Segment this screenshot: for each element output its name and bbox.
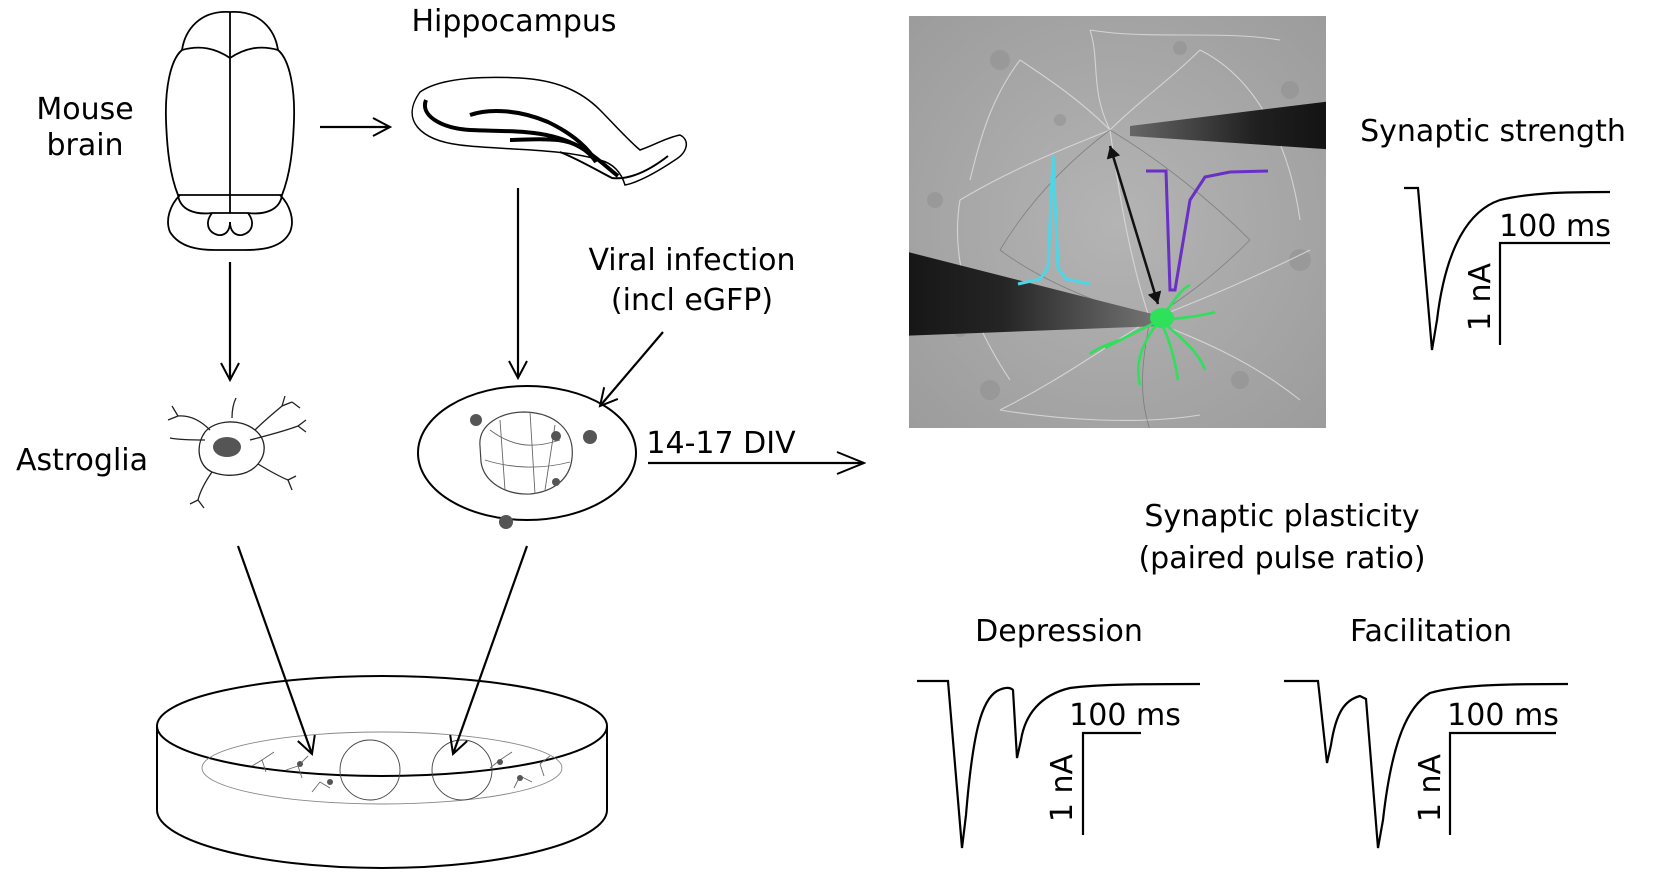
neuron-culture-drawing — [417, 385, 637, 529]
neuron-green-soma — [1150, 308, 1174, 328]
scale-current-depression: 1 nA — [1045, 753, 1080, 822]
scale-bar-facilitation — [1448, 731, 1556, 835]
petri-dish-drawing — [156, 675, 608, 870]
micrograph-image — [909, 16, 1326, 428]
scale-current-facilitation: 1 nA — [1413, 753, 1448, 822]
div-label: 14-17 DIV — [646, 426, 796, 461]
synaptic-plasticity-label-line2: (paired pulse ratio) — [1138, 541, 1425, 576]
trace-synaptic-strength — [1404, 186, 1611, 351]
mouse-brain-drawing — [164, 11, 296, 251]
trace-cyan — [1017, 154, 1091, 286]
arrow-viral-to-culture — [600, 331, 664, 406]
mouse-brain-label-line1: Mouse — [36, 92, 133, 127]
scale-bar-synaptic-strength — [1498, 241, 1610, 345]
neuron-green — [1089, 283, 1216, 386]
arrow-culture-to-dish — [453, 545, 529, 754]
pipette-right — [1130, 101, 1326, 150]
hippocampus-label: Hippocampus — [411, 4, 616, 39]
astroglia-nucleus — [213, 437, 241, 457]
mouse-brain-label-line2: brain — [46, 128, 123, 163]
facilitation-label: Facilitation — [1350, 614, 1512, 649]
trace-facilitation — [1284, 679, 1569, 849]
scale-current-synaptic-strength: 1 nA — [1463, 262, 1498, 331]
viral-infection-label-line2: (incl eGFP) — [611, 283, 773, 318]
scale-bar-depression — [1081, 731, 1141, 835]
pipette-left — [909, 252, 1160, 336]
viral-infection-label-line1: Viral infection — [588, 243, 795, 278]
astroglia-label: Astroglia — [16, 443, 148, 478]
synaptic-plasticity-label-line1: Synaptic plasticity — [1144, 499, 1419, 534]
petri-dish-culture — [201, 731, 563, 805]
depression-label: Depression — [975, 614, 1143, 649]
scale-time-facilitation: 100 ms — [1447, 698, 1559, 733]
trace-purple — [1146, 169, 1269, 292]
arrow-astroglia-to-dish — [236, 545, 312, 754]
scale-time-synaptic-strength: 100 ms — [1499, 209, 1611, 244]
astroglia-cell-drawing — [167, 395, 307, 509]
synaptic-strength-label: Synaptic strength — [1360, 114, 1626, 149]
trace-depression — [917, 679, 1201, 849]
flow-arrows — [230, 127, 864, 754]
hippocampus-drawing — [411, 76, 687, 186]
double-arrow — [1106, 145, 1162, 305]
scale-time-depression: 100 ms — [1069, 698, 1181, 733]
